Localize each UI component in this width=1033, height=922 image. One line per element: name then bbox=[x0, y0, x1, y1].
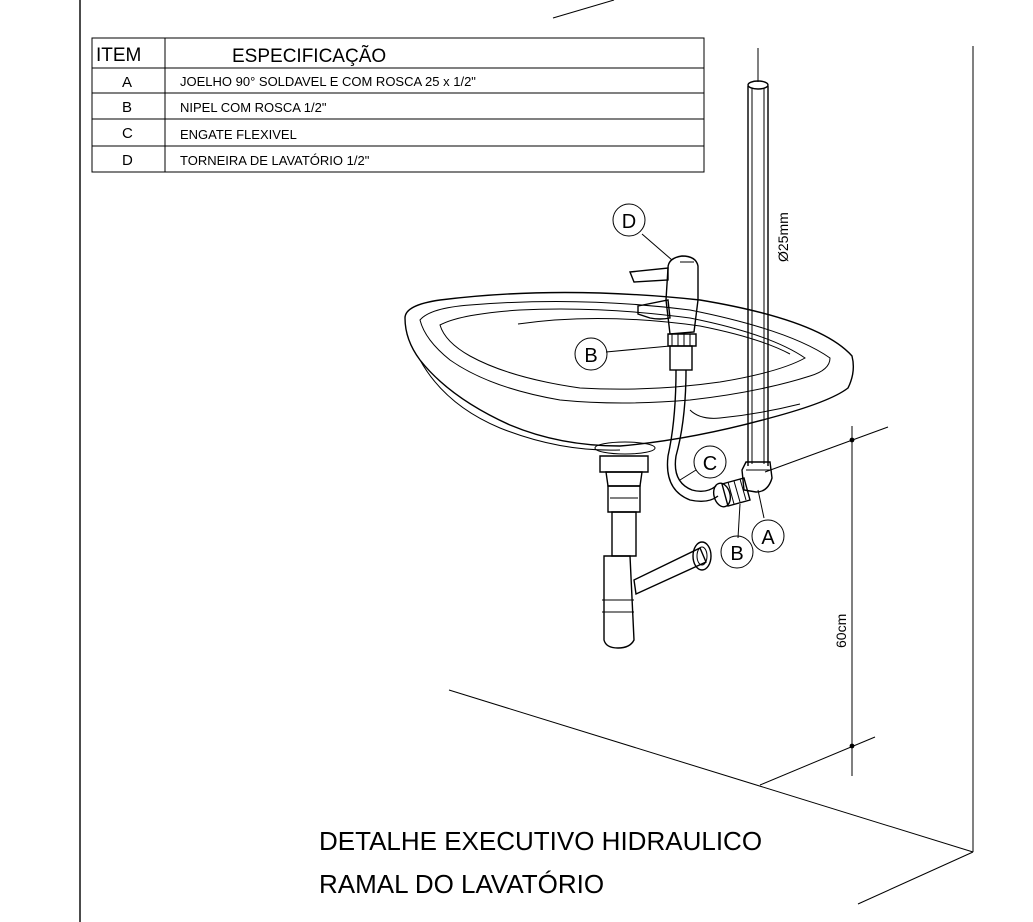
svg-text:C: C bbox=[703, 453, 717, 475]
drawing-title-line1: DETALHE EXECUTIVO HIDRAULICO bbox=[319, 826, 762, 856]
svg-text:B: B bbox=[584, 345, 597, 367]
svg-text:D: D bbox=[622, 211, 636, 233]
wall-floor-lines bbox=[448, 46, 974, 905]
threaded-nipple-lower bbox=[712, 477, 751, 508]
callout-b-upper: B bbox=[574, 337, 608, 371]
specification-table: ITEM ESPECIFICAÇÃO A JOELHO 90° SOLDAVEL… bbox=[91, 37, 705, 173]
table-header-spec: ESPECIFICAÇÃO bbox=[232, 45, 386, 67]
table-row-spec: ENGATE FLEXIVEL bbox=[180, 127, 297, 142]
table-row-key: D bbox=[122, 152, 133, 169]
drain-siphon bbox=[599, 455, 712, 649]
height-dimension-label: 60cm bbox=[833, 614, 849, 648]
washbasin bbox=[404, 291, 855, 455]
callout-d: D bbox=[612, 203, 646, 237]
table-row-spec: TORNEIRA DE LAVATÓRIO 1/2" bbox=[180, 153, 370, 168]
svg-text:B: B bbox=[730, 543, 743, 565]
drawing-title-line2: RAMAL DO LAVATÓRIO bbox=[319, 869, 604, 899]
water-supply-pipe bbox=[747, 48, 769, 466]
elbow-fitting bbox=[741, 461, 773, 493]
pipe-diameter-label: Ø25mm bbox=[775, 212, 791, 262]
callout-c: C bbox=[693, 445, 727, 479]
callout-leaders bbox=[605, 233, 765, 539]
table-row-key: C bbox=[122, 125, 133, 142]
svg-text:A: A bbox=[761, 527, 775, 549]
table-row-spec: NIPEL COM ROSCA 1/2" bbox=[180, 100, 327, 115]
top-diagonal-line bbox=[552, 0, 615, 19]
table-row-key: A bbox=[122, 74, 132, 91]
faucet bbox=[629, 255, 699, 371]
table-row-key: B bbox=[122, 99, 132, 116]
height-dimension: 60cm bbox=[833, 426, 855, 776]
callout-b-lower: B bbox=[720, 535, 754, 569]
callout-a: A bbox=[751, 519, 785, 553]
table-row-spec: JOELHO 90° SOLDAVEL E COM ROSCA 25 x 1/2… bbox=[180, 74, 476, 89]
table-header-item: ITEM bbox=[96, 45, 141, 66]
flexible-hose bbox=[666, 369, 719, 503]
